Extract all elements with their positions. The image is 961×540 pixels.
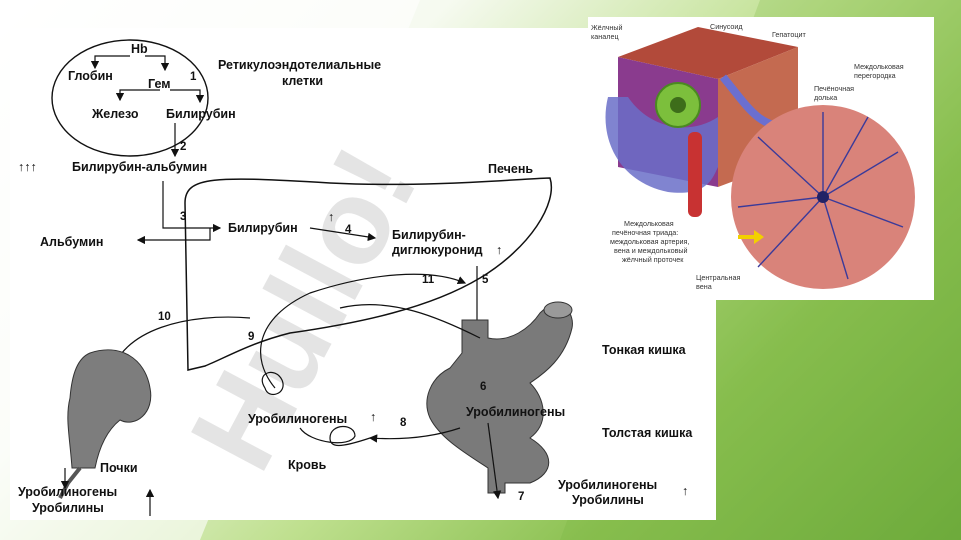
arrow-gem-iron [115, 89, 160, 102]
up-arrow-diglu: ↑ [496, 243, 502, 257]
artery [688, 132, 702, 217]
reticulo-cell-circle [51, 39, 209, 157]
arrow-step-11 [339, 304, 481, 339]
triad-center [670, 97, 686, 113]
label-hepatocyte: Гепатоцит [772, 30, 806, 39]
block-top [618, 27, 798, 79]
node-globin: Глобин [68, 69, 113, 83]
step-8: 8 [400, 417, 407, 429]
step-7: 7 [518, 491, 524, 503]
label-central-1: Центральная [696, 273, 740, 282]
arrow-to-albumin [136, 228, 211, 245]
node-uro-out-2: Уробилины [572, 493, 644, 507]
step-9: 9 [248, 331, 254, 343]
intestine-opening [543, 301, 573, 319]
label-sinusoid: Синусоид [710, 22, 743, 31]
bilirubin-diagram: Hullo! [18, 39, 693, 516]
arrow-hb-gem [145, 55, 170, 72]
node-cells: клетки [282, 74, 323, 88]
label-triad-2: печёночная триада: [612, 228, 678, 237]
label-bile-canal-1: Жёлчный [591, 23, 623, 32]
node-bili-diglu-2: диглюкуронид [392, 243, 483, 257]
arrow-step-4 [309, 227, 377, 242]
intestine-shape [426, 302, 573, 494]
node-bili-albumin: Билирубин-альбумин [72, 160, 207, 174]
up-arrows-triple: ↑↑↑ [18, 160, 37, 174]
node-urobilinogens-blood: Уробилиногены [248, 412, 347, 426]
central-vein [817, 191, 829, 203]
arrow-step-9 [260, 273, 467, 389]
arrow-step-8 [368, 427, 461, 443]
step-10: 10 [158, 311, 171, 323]
node-kidneys: Почки [100, 461, 138, 475]
step-6: 6 [480, 381, 486, 393]
node-large-int: Толстая кишка [602, 426, 693, 440]
label-lobule-1: Печёночная [814, 84, 854, 93]
node-gem: Гем [148, 77, 171, 91]
arrow-step-3 [162, 181, 222, 233]
step-2: 2 [180, 141, 186, 153]
node-hb: Hb [131, 42, 148, 56]
kidney-shape [67, 349, 152, 469]
label-triad-5: жёлчный проточек [622, 255, 684, 264]
label-lobule-2: долька [814, 93, 837, 102]
step-11: 11 [422, 274, 435, 286]
step-4: 4 [345, 224, 352, 236]
label-triad-1: Междольковая [624, 219, 674, 228]
arrow-gem-bilirubin [170, 89, 205, 104]
yellow-pointer [738, 230, 764, 244]
node-iron: Железо [91, 107, 139, 121]
node-liver: Печень [488, 162, 533, 176]
label-triad-3: междольковая артерия, [610, 237, 689, 246]
up-arrow-blood: ↑ [370, 410, 376, 424]
liver-outline [184, 177, 553, 371]
blood-loop [299, 425, 371, 447]
step-1: 1 [190, 71, 197, 83]
node-bilirubin-mid: Билирубин [228, 221, 298, 235]
small-loop-9 [261, 371, 284, 396]
node-small-int: Тонкая кишка [602, 343, 687, 357]
node-blood: Кровь [288, 458, 327, 472]
node-uro-kid-1: Уробилиногены [18, 485, 117, 499]
liver-lobule-illustration: Жёлчный каналец Синусоид Гепатоцит Междо… [591, 22, 915, 291]
node-uro-out-1: Уробилиногены [558, 478, 657, 492]
label-triad-4: вена и междольковый [614, 246, 688, 255]
node-uro-kid-2: Уробилины [32, 501, 104, 515]
up-arrow-out: ↑ [682, 484, 688, 498]
arrow-step-7 [487, 422, 502, 500]
label-septum-2: перегородка [854, 71, 896, 80]
node-bili-diglu-1: Билирубин- [392, 228, 466, 242]
label-central-2: вена [696, 282, 712, 291]
arrow-hb-globin [90, 55, 130, 70]
node-bilirubin-top: Билирубин [166, 107, 236, 121]
lobule-rays [737, 112, 904, 280]
label-bile-canal-2: каналец [591, 32, 619, 41]
label-septum-1: Междольковая [854, 62, 904, 71]
node-albumin: Альбумин [40, 235, 103, 249]
step-5: 5 [482, 274, 489, 286]
node-urobilinogens-int: Уробилиногены [466, 405, 565, 419]
step-3: 3 [180, 211, 186, 223]
up-arrow-4: ↑ [328, 210, 334, 224]
liver-lobule-inset: Жёлчный каналец Синусоид Гепатоцит Междо… [588, 17, 934, 300]
node-reticulo: Ретикулоэндотелиальные [218, 58, 381, 72]
